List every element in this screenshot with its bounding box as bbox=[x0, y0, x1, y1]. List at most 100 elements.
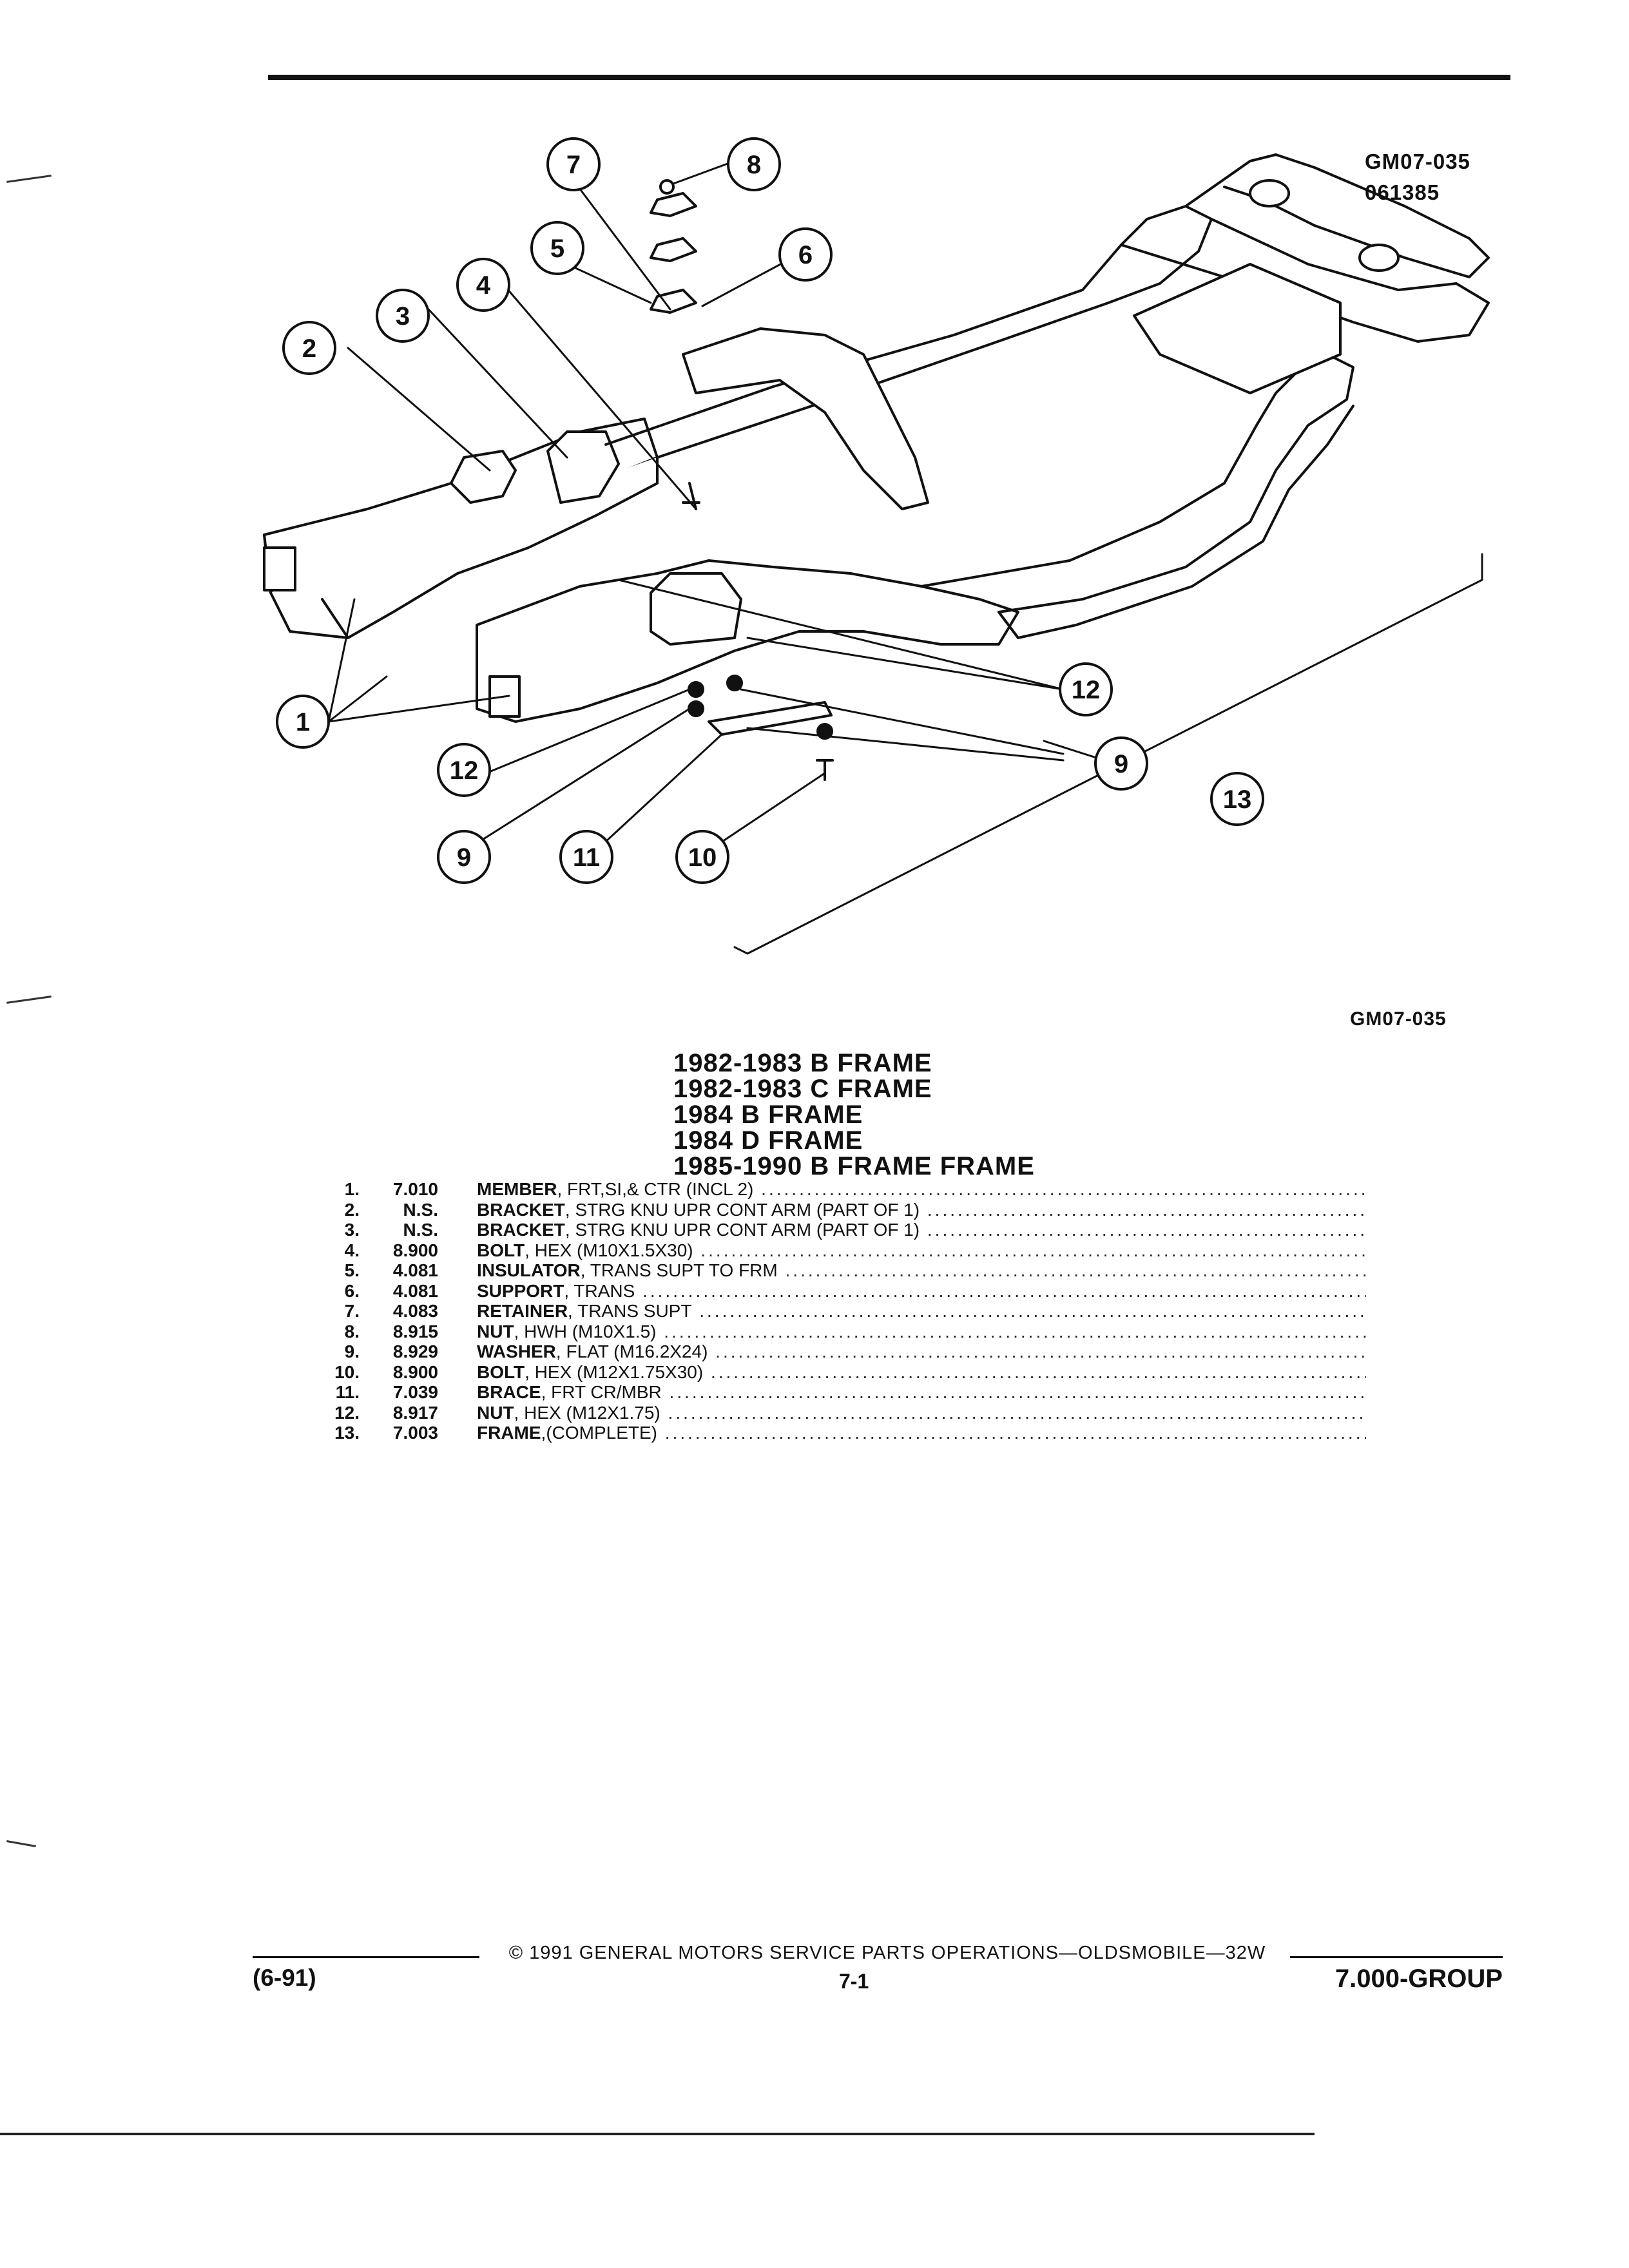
callout-number: 5 bbox=[550, 235, 564, 263]
top-rule bbox=[268, 75, 1510, 80]
page-footer: © 1991 GENERAL MOTORS SERVICE PARTS OPER… bbox=[253, 1943, 1503, 1994]
part-code: 8.900 bbox=[392, 1361, 438, 1382]
callout-number: 12 bbox=[1072, 676, 1101, 704]
part-item-number: 12. bbox=[334, 1402, 360, 1423]
part-detail: , HEX (M12X1.75X30) bbox=[525, 1361, 704, 1382]
part-item-number: 5. bbox=[344, 1260, 360, 1280]
parts-list-row: 3. N.S. BRACKET, STRG KNU UPR CONT ARM (PA… bbox=[303, 1220, 1366, 1240]
washer-9 bbox=[688, 700, 704, 717]
part-item-number: 9. bbox=[344, 1341, 360, 1361]
part-description: BRACE, FRT CR/MBR ......................… bbox=[477, 1382, 1366, 1402]
frame-title: 1985-1990 B FRAME FRAME bbox=[673, 1152, 1035, 1180]
footer-rule-left bbox=[253, 1956, 479, 1958]
callout-circle-9 bbox=[1094, 736, 1148, 791]
footer-rule-right bbox=[1290, 1956, 1503, 1958]
figure-ref-code: GM07-035 bbox=[1365, 149, 1470, 173]
part-name: BOLT bbox=[477, 1361, 525, 1382]
callout-number: 6 bbox=[798, 241, 813, 269]
part-description: RETAINER, TRANS SUPT ...................… bbox=[477, 1301, 1366, 1321]
part-description: INSULATOR, TRANS SUPT TO FRM ...........… bbox=[477, 1260, 1366, 1280]
part-description: BRACKET, STRG KNU UPR CONT ARM (PART OF … bbox=[477, 1199, 1366, 1220]
callout-circle-9 bbox=[437, 830, 491, 884]
part-item-number: 8. bbox=[344, 1321, 360, 1341]
part-detail: , STRG KNU UPR CONT ARM (PART OF 1) bbox=[564, 1199, 920, 1220]
nut-12 bbox=[726, 675, 743, 691]
part-description: WASHER, FLAT (M16.2X24) ................… bbox=[477, 1341, 1366, 1361]
part-item-number: 11. bbox=[335, 1382, 360, 1402]
callout-circle-12 bbox=[437, 743, 491, 797]
part-code: 7.039 bbox=[392, 1382, 438, 1402]
part-item-number: 2. bbox=[344, 1199, 360, 1220]
parts-list-row: 2.N.S.BRACKET, STRG KNU UPR CONT ARM (PA… bbox=[303, 1200, 1366, 1220]
callout-circle-7 bbox=[546, 137, 601, 191]
part-description: BOLT, HEX (M10X1.5X30) .................… bbox=[477, 1240, 1366, 1260]
part-code: N.S. bbox=[403, 1220, 438, 1240]
trans-retainer-7 bbox=[650, 192, 697, 217]
part-detail: , HWH (M10X1.5) bbox=[514, 1321, 657, 1341]
part-detail: ,(COMPLETE) bbox=[541, 1423, 658, 1443]
part-name: SUPPORT bbox=[477, 1280, 564, 1301]
callout-number: 9 bbox=[457, 843, 471, 872]
frame-title: 1984 B FRAME bbox=[673, 1100, 863, 1129]
part-item-number: 3. bbox=[344, 1220, 360, 1240]
part-item-number: 1. bbox=[344, 1179, 360, 1199]
parts-list-row: 11. 7.039 BRACE, FRT CR/MBR ..............… bbox=[303, 1382, 1366, 1403]
spring-seat-right bbox=[1358, 244, 1400, 272]
part-code: 8.917 bbox=[392, 1402, 438, 1423]
callout-number: 3 bbox=[396, 302, 410, 331]
margin-mark bbox=[6, 175, 52, 183]
callout-circle-12 bbox=[1059, 662, 1113, 716]
callout-number: 7 bbox=[566, 151, 581, 179]
part-detail: , FLAT (M16.2X24) bbox=[555, 1341, 708, 1361]
trans-insulator-block bbox=[650, 572, 742, 646]
callout-circle-10 bbox=[675, 830, 729, 884]
upper-control-arm-bracket-3 bbox=[546, 430, 620, 504]
part-name: WASHER bbox=[477, 1341, 556, 1361]
part-detail: , FRT,SI,& CTR (INCL 2) bbox=[557, 1179, 754, 1199]
callout-circle-6 bbox=[778, 227, 833, 282]
part-code: 4.083 bbox=[392, 1301, 438, 1321]
part-code: 7.010 bbox=[392, 1179, 438, 1199]
bolt-10 bbox=[816, 759, 834, 781]
frame-rail-left bbox=[604, 205, 1213, 459]
callout-circle-3 bbox=[376, 289, 430, 343]
part-name: RETAINER bbox=[477, 1301, 568, 1321]
part-description: MEMBER, FRT,SI,& CTR (INCL 2) ..........… bbox=[477, 1179, 1366, 1199]
copyright-line: © 1991 GENERAL MOTORS SERVICE PARTS OPER… bbox=[508, 1943, 1266, 1963]
part-name: BRACKET bbox=[477, 1199, 565, 1220]
part-code: 4.081 bbox=[392, 1260, 438, 1280]
group-number: 7.000-GROUP bbox=[1335, 1965, 1503, 1993]
frame-rail-right bbox=[920, 353, 1354, 613]
part-code: 4.081 bbox=[392, 1280, 438, 1301]
part-name: INSULATOR bbox=[477, 1260, 581, 1280]
part-description: BRACKET, STRG KNU UPR CONT ARM (PART OF … bbox=[477, 1220, 1366, 1240]
frame-title-block: 1982-1983 B FRAME 1982-1983 C FRAME 1984… bbox=[673, 1050, 1253, 1179]
part-detail: , HEX (M12X1.75) bbox=[514, 1402, 660, 1423]
parts-list: 1. 7.010 MEMBER, FRT,SI,& CTR (INCL 2) ...… bbox=[303, 1179, 1366, 1443]
part-code: 8.929 bbox=[392, 1341, 438, 1361]
part-name: MEMBER bbox=[477, 1179, 557, 1199]
nut-8 bbox=[659, 179, 675, 195]
part-name: NUT bbox=[477, 1321, 514, 1341]
part-name: BRACE bbox=[477, 1382, 541, 1402]
callout-number: 10 bbox=[688, 843, 717, 872]
part-name: NUT bbox=[477, 1402, 514, 1423]
figure-date-code: 061385 bbox=[1365, 180, 1440, 204]
part-detail: , TRANS bbox=[564, 1280, 635, 1301]
part-detail: , TRANS SUPT TO FRM bbox=[580, 1260, 778, 1280]
part-detail: , FRT CR/MBR bbox=[541, 1382, 662, 1402]
spring-seat-left bbox=[1249, 179, 1290, 207]
callout-circle-4 bbox=[456, 258, 510, 312]
revision-date: (6-91) bbox=[253, 1965, 316, 1991]
upper-control-arm-bracket-2 bbox=[450, 450, 517, 504]
callout-number: 1 bbox=[296, 708, 310, 736]
parts-list-row: 5. 4.081 INSULATOR, TRANS SUPT TO FRM ....… bbox=[303, 1260, 1366, 1281]
frame-mount-pad-left bbox=[263, 546, 296, 591]
callout-number: 8 bbox=[747, 151, 761, 179]
figure-caption-code: GM07-035 bbox=[1350, 1008, 1447, 1030]
